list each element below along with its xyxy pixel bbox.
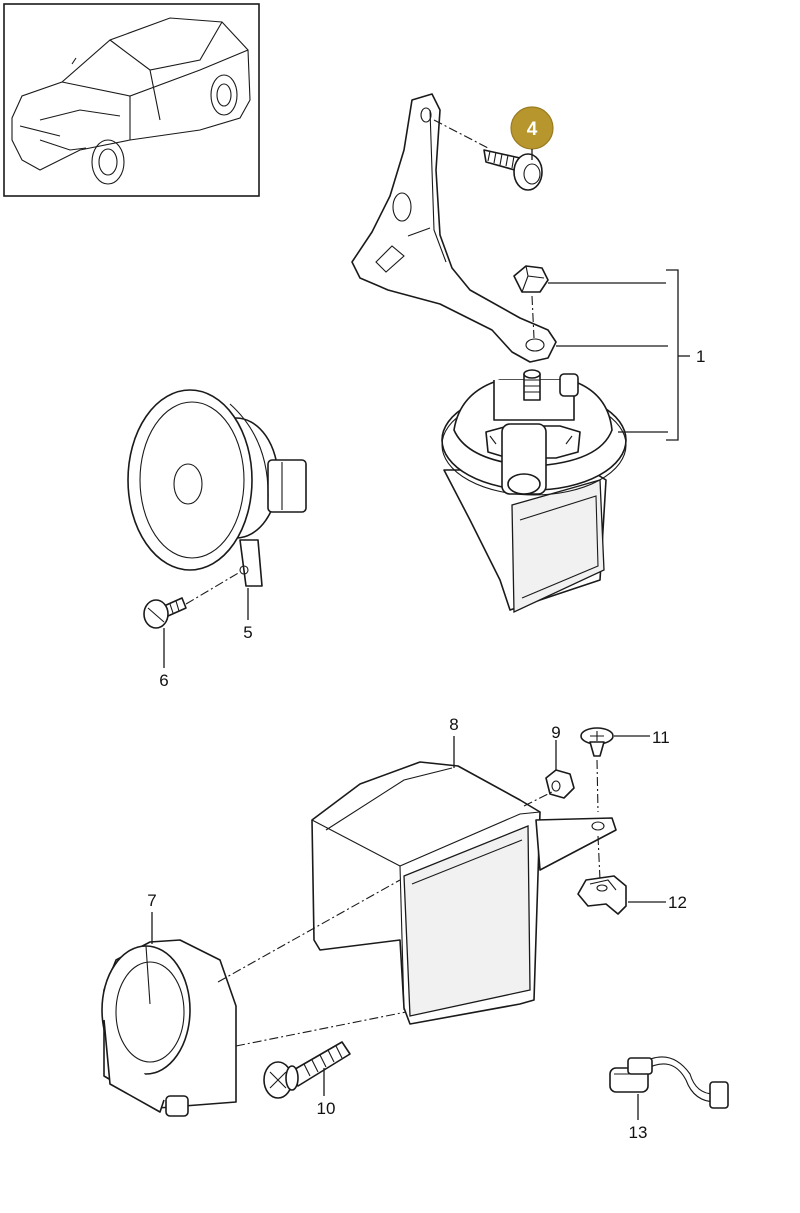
horn-1 [441,369,627,614]
screw-part-11 [580,727,650,813]
callout-9: 9 [551,723,560,742]
callout-11: 11 [652,728,670,747]
clip-part-12 [577,835,666,915]
bolt-part-10 [263,1041,351,1099]
callout-12: 12 [668,893,687,912]
horn-5 [127,389,307,587]
callout-4-badge[interactable]: 4 [510,106,554,150]
bolt-part-4 [433,119,543,191]
callout-13: 13 [629,1123,648,1142]
nut-upper [513,265,549,339]
vehicle-thumbnail [3,3,260,197]
horn-bracket [351,93,557,363]
nut-part-9 [523,740,575,807]
bolt-part-6 [143,571,249,668]
callout-6: 6 [159,671,168,690]
callout-7: 7 [147,891,156,910]
callout-8: 8 [449,715,458,734]
horn-part-7 [101,879,407,1117]
callout-1: 1 [696,347,705,366]
callout-5: 5 [243,623,252,642]
callout-10: 10 [317,1099,336,1118]
callout-1-bracket [548,269,690,441]
horn-shroud-part-8 [311,761,617,1025]
callout-4: 4 [527,119,538,140]
wiring-connector-part-13 [609,1056,729,1120]
